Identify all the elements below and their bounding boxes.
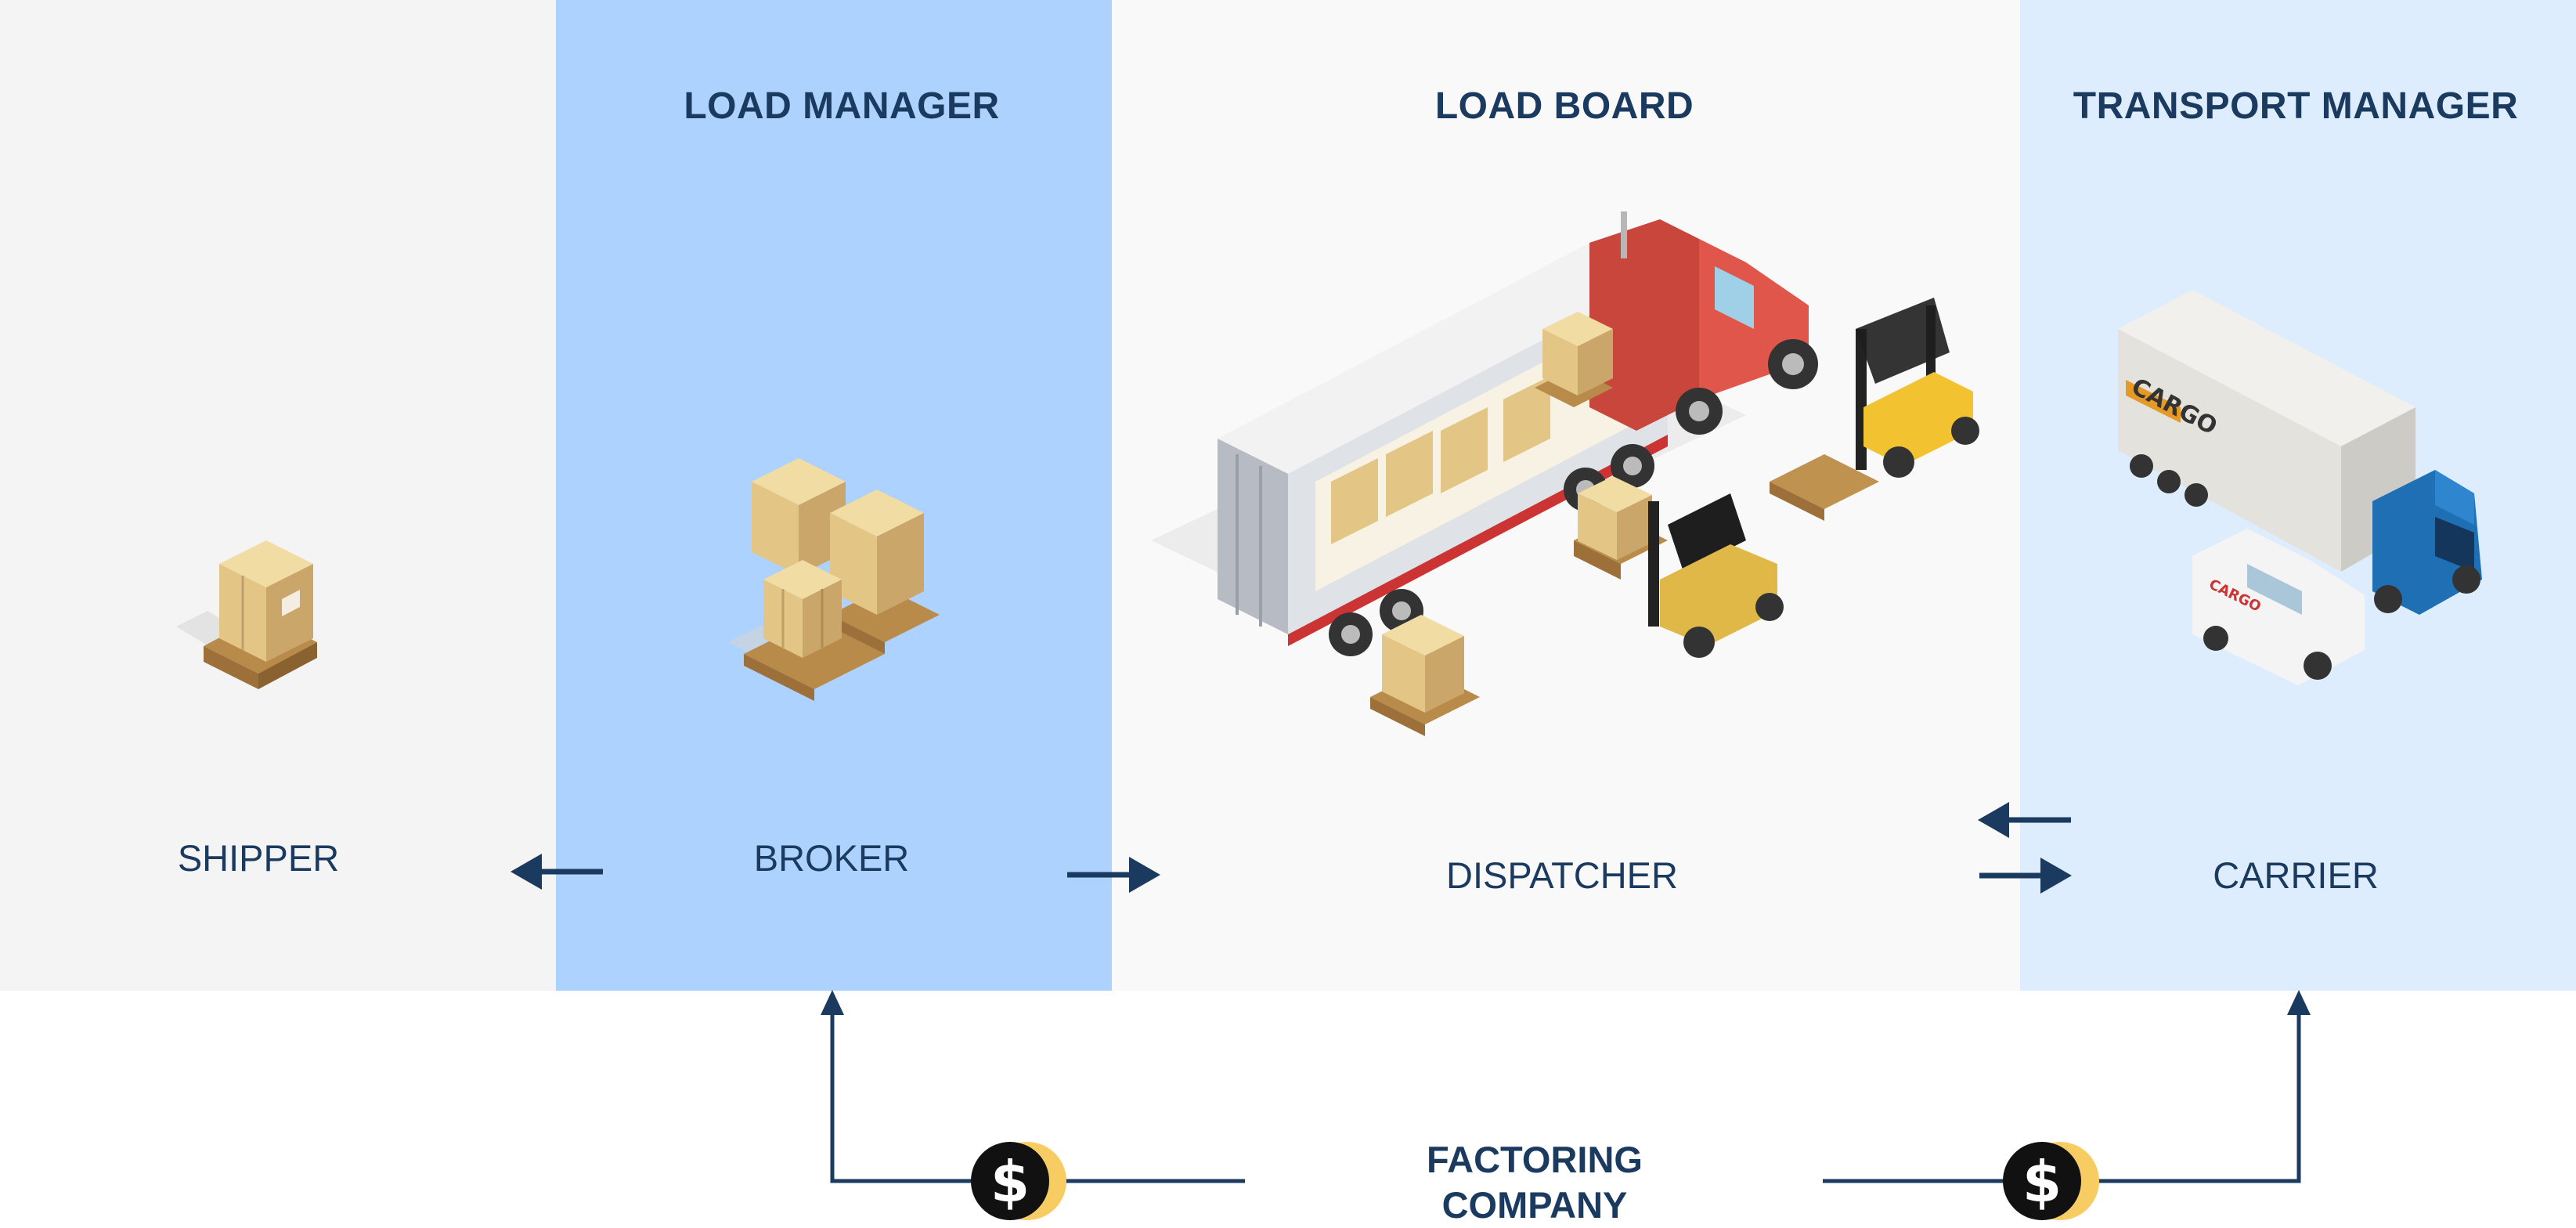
load-board-heading: LOAD BOARD	[1434, 85, 1694, 127]
shipper-pallet-illustration	[176, 540, 317, 689]
svg-text:$: $	[990, 1149, 1030, 1215]
dollar-coin-icon: $	[971, 1142, 1066, 1220]
arrow-dispatcher-to-carrier	[1979, 858, 2072, 894]
factoring-line-1: FACTORING	[1427, 1139, 1643, 1180]
factoring-line-2: COMPANY	[1441, 1184, 1628, 1226]
arrow-factoring-to-carrier	[1823, 990, 2311, 1183]
load-manager-heading: LOAD MANAGER	[684, 85, 1000, 127]
transport-manager-heading: TRANSPORT MANAGER	[2073, 85, 2519, 127]
truck-loading-illustration	[1151, 211, 1979, 736]
shipper-label: SHIPPER	[177, 837, 340, 879]
arrow-broker-to-shipper	[511, 854, 603, 890]
broker-boxes-illustration	[728, 458, 940, 701]
carrier-label: CARRIER	[2213, 854, 2379, 896]
arrow-factoring-to-broker	[821, 990, 1245, 1183]
carrier-vehicles-illustration: CARGO CARGO	[2118, 290, 2482, 685]
dollar-coin-icon: $	[2003, 1142, 2099, 1220]
shipper-column	[0, 0, 556, 991]
factoring-company-label: FACTORING COMPANY	[1427, 1137, 1643, 1228]
svg-text:$: $	[2022, 1149, 2062, 1215]
dispatcher-label: DISPATCHER	[1446, 854, 1678, 896]
arrow-broker-to-dispatcher	[1067, 857, 1160, 893]
broker-label: BROKER	[753, 837, 910, 879]
arrow-carrier-to-dispatcher	[1978, 802, 2071, 838]
